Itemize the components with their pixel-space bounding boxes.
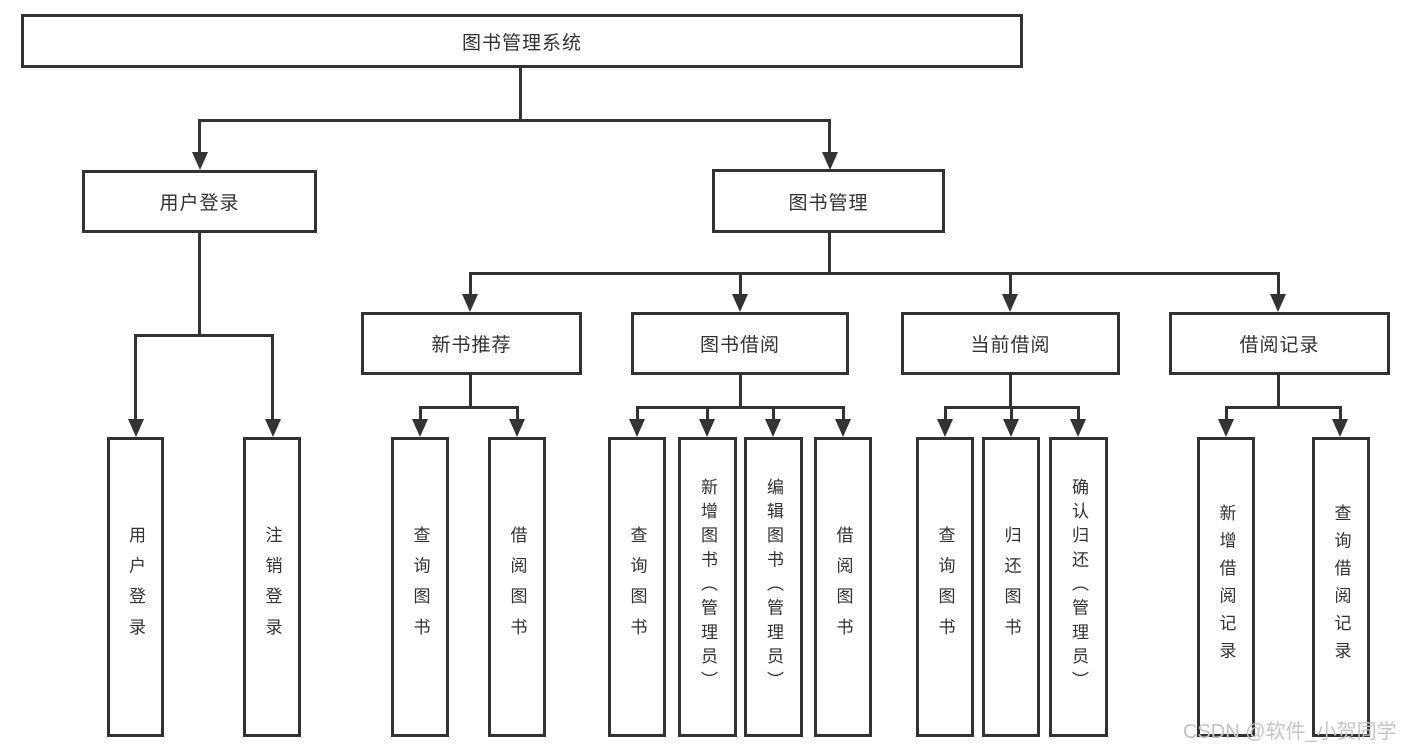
connector-stem-leaf	[706, 406, 709, 419]
leaf-query-books-borrow: 查询图书	[608, 437, 666, 737]
arrowhead	[1270, 294, 1286, 312]
connector-stem-leaf	[1009, 272, 1012, 294]
node-book-management-label: 图书管理	[788, 192, 869, 214]
arrowhead	[699, 419, 715, 437]
node-book-management: 图书管理	[712, 169, 945, 233]
connector-stem-leaf	[842, 406, 845, 419]
node-root-label: 图书管理系统	[461, 32, 582, 54]
connector-stem-leaf	[944, 406, 947, 419]
connector-stem-leaf	[1077, 406, 1080, 419]
node-current-borrow-label: 当前借阅	[970, 335, 1051, 356]
arrowhead	[822, 152, 838, 170]
node-borrow-records: 借阅记录	[1169, 312, 1390, 375]
node-book-borrow: 图书借阅	[631, 312, 849, 375]
connector-stem-leaf	[271, 334, 274, 419]
arrowhead	[629, 419, 645, 437]
leaf-return-books-label: 归还图书	[1001, 525, 1021, 649]
connector-level1-horizontal	[198, 119, 831, 122]
watermark: CSDN @软件_小贺同学	[1183, 721, 1397, 743]
leaf-edit-book-admin-label: 编辑图书（管理员）	[764, 478, 783, 696]
connector-stem	[1009, 375, 1012, 408]
connector-stem-leaf	[469, 272, 472, 294]
leaf-user-login: 用户登录	[107, 437, 164, 737]
leaf-query-books-recommend-label: 查询图书	[410, 525, 430, 649]
leaf-confirm-return-admin-label: 确认归还（管理员）	[1069, 478, 1088, 696]
arrowhead	[1070, 419, 1086, 437]
arrowhead	[1218, 419, 1234, 437]
arrowhead	[462, 294, 478, 312]
leaf-logout-label: 注销登录	[262, 525, 282, 649]
connector-bookmgmt-stem	[828, 233, 831, 274]
connector-stem-leaf	[772, 406, 775, 419]
arrowhead	[509, 419, 525, 437]
leaf-add-borrow-record: 新增借阅记录	[1197, 437, 1255, 737]
node-root: 图书管理系统	[21, 14, 1023, 68]
arrowhead	[835, 419, 851, 437]
node-borrow-records-label: 借阅记录	[1239, 335, 1320, 356]
leaf-query-books-current-label: 查询图书	[935, 525, 955, 649]
arrowhead	[265, 419, 281, 437]
connector-stem-user-login	[198, 119, 201, 153]
node-book-borrow-label: 图书借阅	[699, 335, 780, 356]
arrowhead	[128, 419, 144, 437]
leaf-add-book-admin: 新增图书（管理员）	[678, 437, 737, 737]
connector-userlogin-horizontal	[134, 334, 274, 337]
arrowhead	[1002, 294, 1018, 312]
arrowhead	[937, 419, 953, 437]
connector-stem-leaf	[1277, 272, 1280, 294]
leaf-borrow-books-recommend-label: 借阅图书	[507, 525, 527, 649]
connector-level2-horizontal	[469, 272, 1280, 275]
arrowhead	[412, 419, 428, 437]
leaf-add-borrow-record-label: 新增借阅记录	[1216, 504, 1236, 670]
node-new-book-recommend-label: 新书推荐	[431, 335, 512, 356]
leaf-return-books: 归还图书	[982, 437, 1040, 737]
connector-stem	[739, 375, 742, 408]
leaf-edit-book-admin: 编辑图书（管理员）	[744, 437, 803, 737]
connector-stem-leaf	[1010, 406, 1013, 419]
connector-stem-book-management	[828, 119, 831, 153]
connector-stem-leaf	[419, 406, 422, 419]
arrowhead	[1003, 419, 1019, 437]
connector-stem-leaf	[134, 334, 137, 419]
leaf-user-login-label: 用户登录	[126, 525, 145, 649]
connector-stem-leaf	[1225, 406, 1228, 419]
leaf-logout: 注销登录	[243, 437, 301, 737]
connector-horizontal	[1225, 406, 1342, 409]
connector-stem-leaf	[1339, 406, 1342, 419]
node-current-borrow: 当前借阅	[901, 312, 1120, 375]
arrowhead	[192, 152, 208, 170]
leaf-confirm-return-admin: 确认归还（管理员）	[1049, 437, 1108, 737]
leaf-query-borrow-record-label: 查询借阅记录	[1331, 504, 1351, 670]
leaf-add-book-admin-label: 新增图书（管理员）	[698, 478, 717, 696]
leaf-query-books-borrow-label: 查询图书	[627, 525, 647, 649]
connector-stem	[1277, 375, 1280, 408]
leaf-query-borrow-record: 查询借阅记录	[1312, 437, 1370, 737]
connector-stem-leaf	[636, 406, 639, 419]
leaf-borrow-books-label: 借阅图书	[833, 525, 853, 649]
leaf-query-books-recommend: 查询图书	[391, 437, 449, 737]
connector-horizontal	[636, 406, 845, 409]
node-user-login-label: 用户登录	[159, 193, 240, 214]
arrowhead	[732, 294, 748, 312]
node-user-login: 用户登录	[82, 170, 317, 233]
leaf-query-books-current: 查询图书	[916, 437, 974, 737]
arrowhead	[765, 419, 781, 437]
node-new-book-recommend: 新书推荐	[361, 312, 582, 375]
leaf-borrow-books-recommend: 借阅图书	[488, 437, 546, 737]
arrowhead	[1332, 419, 1348, 437]
leaf-borrow-books: 借阅图书	[814, 437, 872, 737]
connector-stem-leaf	[739, 272, 742, 294]
connector-userlogin-stem	[198, 232, 201, 336]
connector-horizontal	[419, 406, 519, 409]
connector-root-stem	[519, 67, 522, 120]
connector-stem-leaf	[516, 406, 519, 419]
connector-stem	[469, 375, 472, 408]
